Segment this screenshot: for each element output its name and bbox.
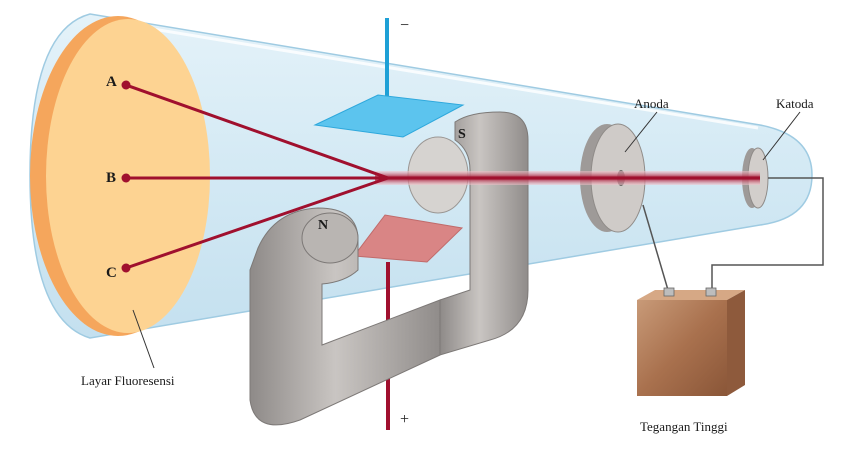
point-a-label: A — [106, 74, 117, 90]
magnet-north-pole — [249, 207, 441, 426]
electron-beam — [375, 171, 760, 185]
negative-plate — [313, 18, 465, 138]
circuit-wires — [642, 177, 824, 291]
point-a-marker — [121, 80, 131, 90]
cathode-label: Katoda — [776, 96, 814, 111]
negative-sign-label: − — [400, 17, 409, 34]
beam-paths — [121, 80, 389, 273]
high-voltage-label: Tegangan Tinggi — [640, 419, 728, 434]
point-b-label: B — [106, 170, 116, 186]
screen-label: Layar Fluoresensi — [81, 373, 175, 388]
anode-label: Anoda — [634, 96, 669, 111]
point-b-marker — [121, 173, 131, 183]
leader-lines — [132, 111, 801, 369]
magnet-south-label: S — [458, 127, 466, 142]
battery — [637, 287, 745, 396]
magnet-north-label: N — [318, 218, 328, 233]
point-c-label: C — [106, 265, 117, 281]
positive-sign-label: + — [400, 411, 409, 428]
fluorescent-screen — [30, 16, 210, 336]
point-c-marker — [121, 263, 131, 273]
